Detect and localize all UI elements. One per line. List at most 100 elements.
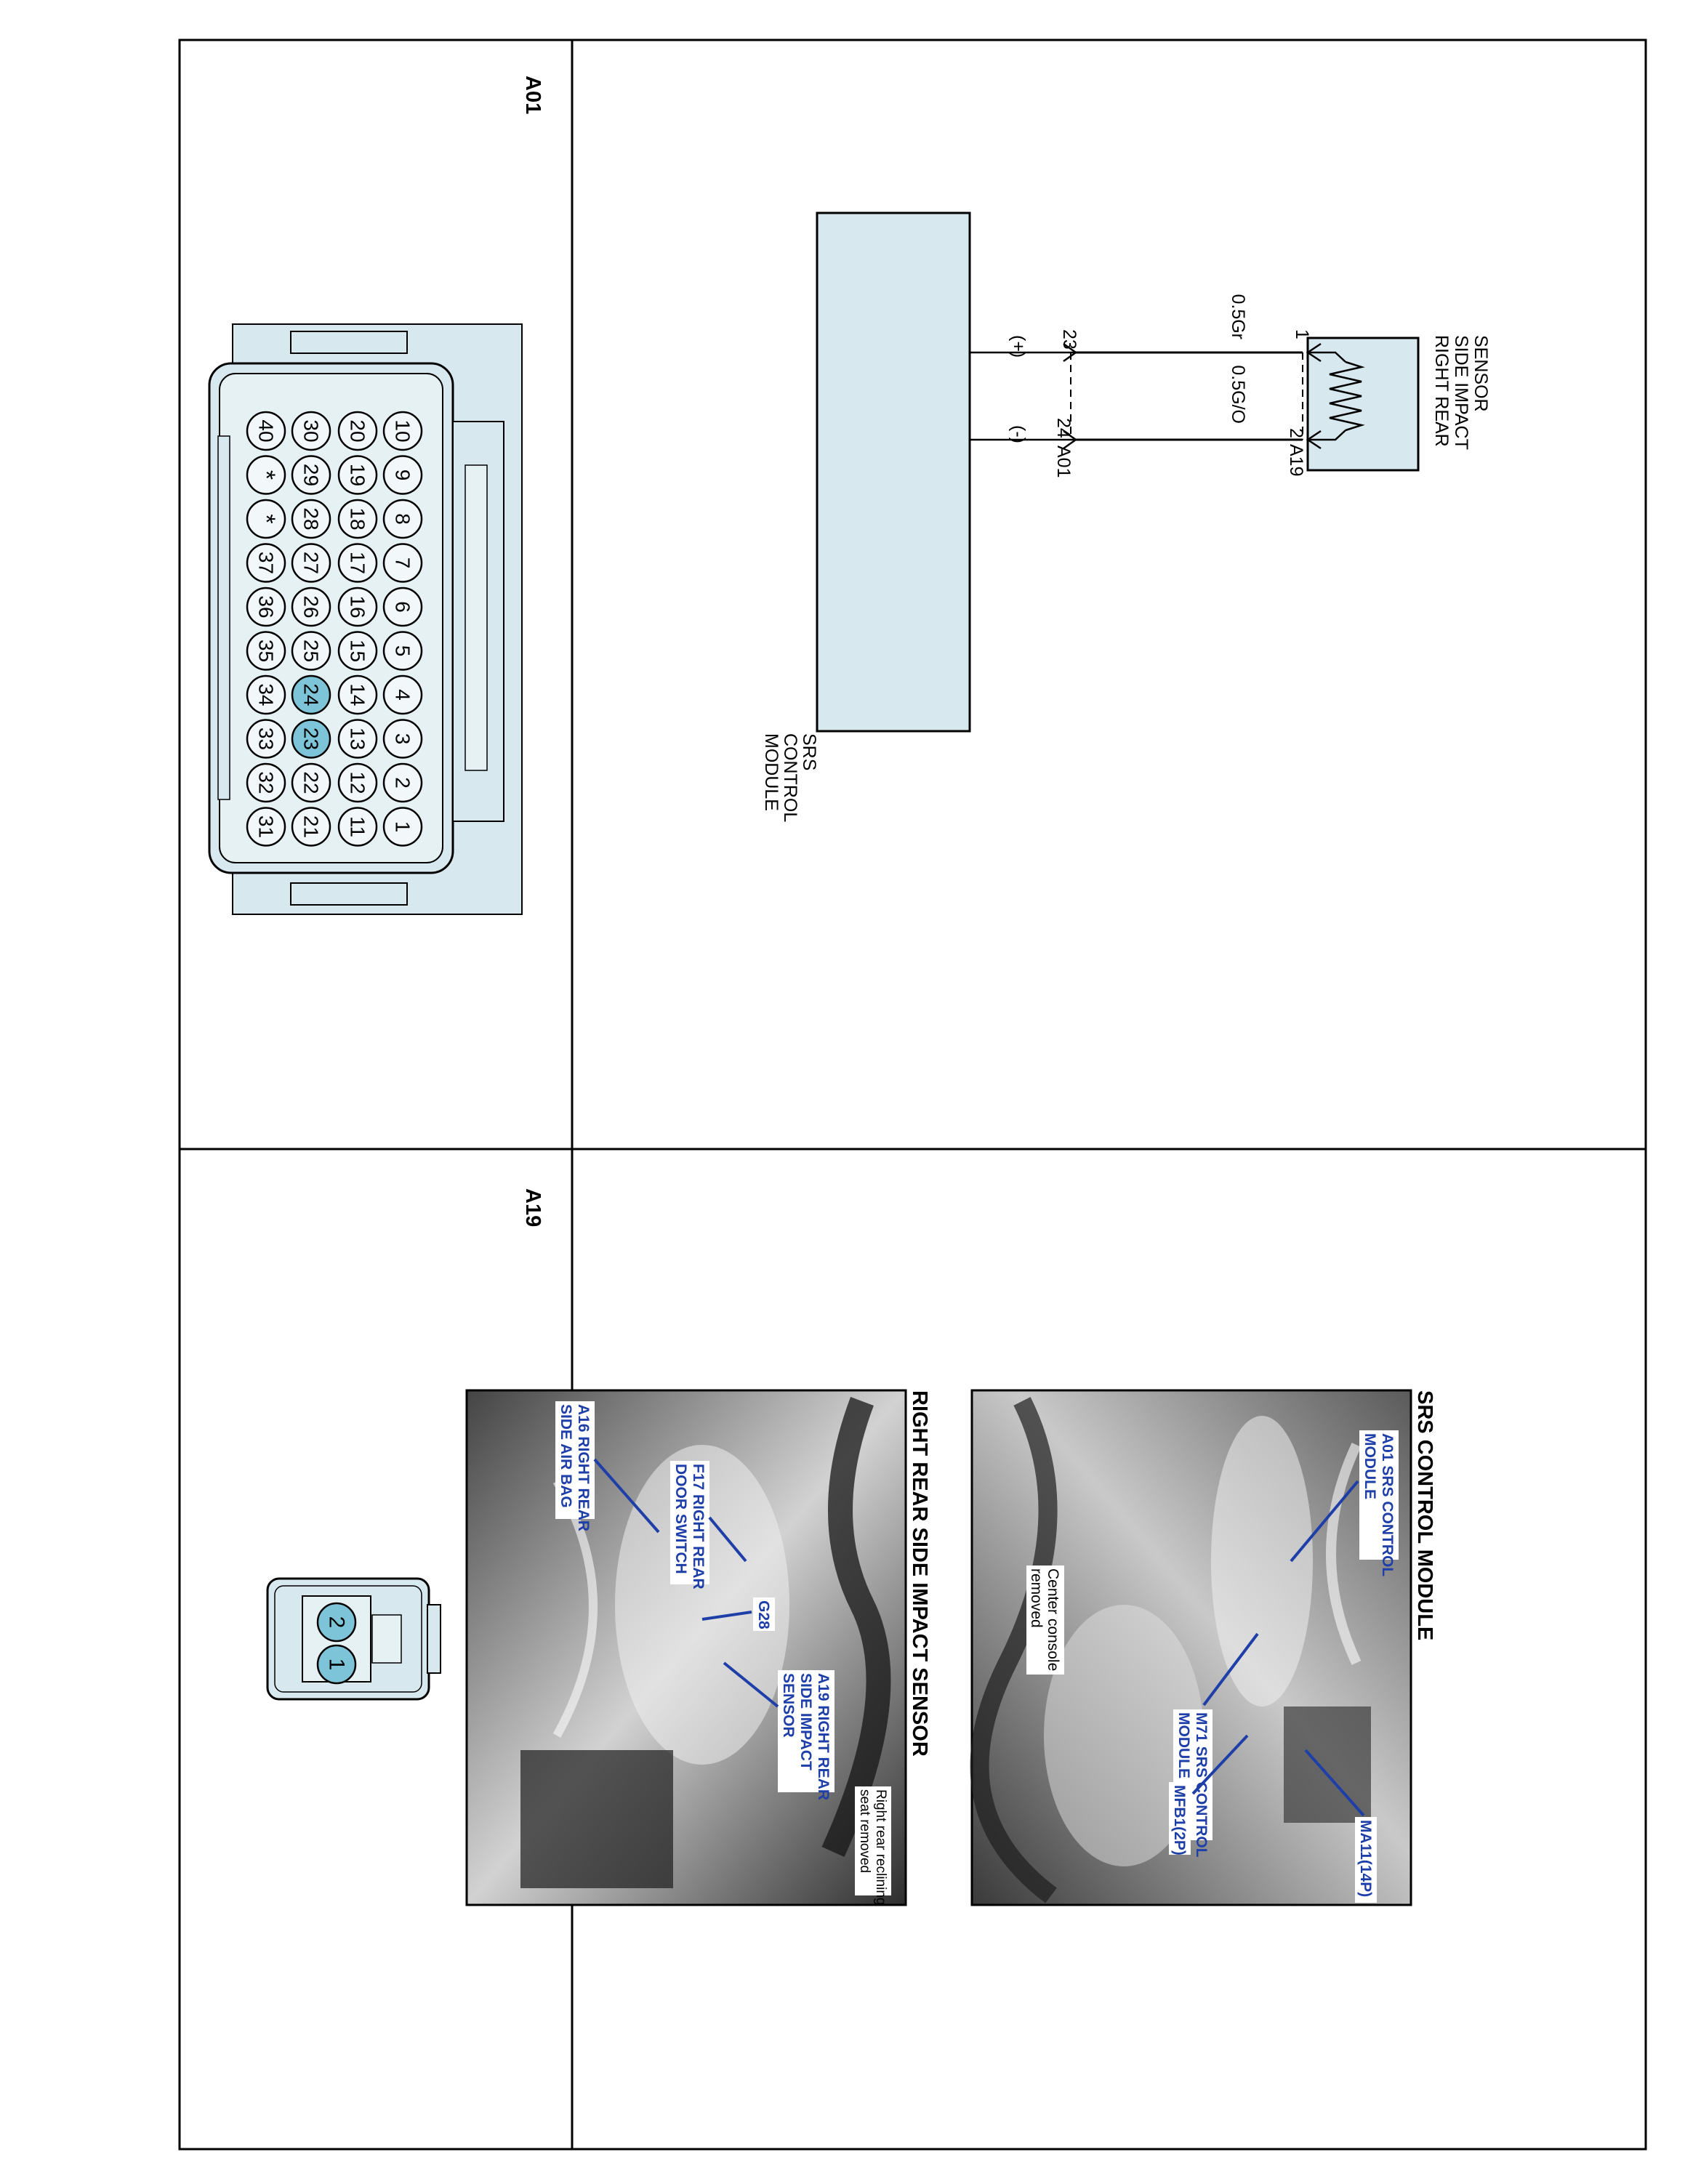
a01-pin-label: 19 [347,464,369,486]
m71-callout-line-2: MODULE [1175,1712,1192,1778]
a19-callout-line-1: A19 RIGHT REAR [815,1673,832,1800]
schematic-panel: RIGHT REAR SIDE IMPACT SENSOR 1 2 A19 0.… [761,211,1491,822]
f17-callout-line-1: F17 RIGHT REAR [690,1464,707,1589]
mfb1-callout: MFB1(2P) [1171,1785,1188,1855]
a01-pin-10: 10 [382,411,423,451]
sensor-photo-title: RIGHT REAR SIDE IMPACT SENSOR [908,1390,931,1757]
a01-pin-label: 29 [300,464,323,486]
a16-callout-line-2: SIDE AIR BAG [558,1404,574,1508]
module-name-line-1: SRS [799,733,819,770]
a01-pin-8: 8 [382,499,423,539]
srs-photo-callouts: A01 SRS CONTROL MODULE M71 SRS CONTROL M… [1026,1430,1399,1903]
a01-pin-label: 34 [255,683,278,706]
a01-pin-label: 21 [300,815,323,838]
a01-pin-40: 40 [246,411,286,451]
ma11-callout: MA11(14P) [1357,1820,1374,1897]
a01-callout-line-1: A01 SRS CONTROL [1379,1433,1396,1576]
seat-callout-line-1: Right rear reclining [873,1789,888,1905]
a01-pin-16: 16 [337,587,378,627]
a01-pin-30: 30 [291,411,331,451]
sensor-connector-label: A19 [1286,444,1306,476]
side-impact-sensor [1302,337,1420,472]
a01-pin-blank: * [246,499,286,539]
a01-pin-6: 6 [382,587,423,627]
connector-a19-title: A19 [521,1188,544,1227]
a01-pin-20: 20 [337,411,378,451]
sensor-pin-2-label: 2 [1286,428,1306,438]
g28-callout: G28 [755,1600,772,1629]
a19-pin-1: 1 [316,1644,357,1685]
a01-pin-21: 21 [291,807,331,847]
a01-pin-label: 6 [392,601,414,613]
a01-pin-37: 37 [246,543,286,583]
a01-pin-4: 4 [382,674,423,715]
a01-pin-13: 13 [337,719,378,759]
a01-pin-label: 2 [392,777,414,789]
srs-photo-arrows [1191,1480,1365,1817]
a01-pin-15: 15 [337,631,378,671]
a01-pin-label: 9 [392,470,414,481]
a01-pin-label: 1 [392,821,414,833]
a01-pin-label: 8 [392,513,414,525]
a01-pin-label: 35 [255,640,278,662]
photo-panel: SRS CONTROL MODULE A01 SRS CONTROL MODUL… [465,1389,1436,1906]
a01-callout-line-2: MODULE [1362,1433,1378,1499]
sensor-name-line-2: SIDE IMPACT [1451,335,1471,450]
a01-pin-label: 11 [347,816,369,837]
a01-pin-29: 29 [291,455,331,495]
a01-pin-label: 37 [255,552,278,574]
pin-24-polarity: (-) [1008,425,1029,443]
a01-pin-label: 24 [300,683,323,706]
a01-pin-label: 12 [347,771,369,794]
module-connector-label: A01 [1053,446,1074,478]
a01-pin-label: 33 [255,728,278,750]
a01-pin-label: 28 [300,507,323,530]
a01-pin-label: 13 [347,728,369,750]
module-name-line-3: MODULE [761,733,781,811]
svg-text:1: 1 [325,1659,349,1671]
a01-pin-label: 25 [300,640,323,662]
a01-pin-23: 23 [291,719,331,759]
connector-a01-pins: 1098765432120191817161514131211302928272… [246,411,423,847]
a01-pin-36: 36 [246,587,286,627]
a01-pin-label: 40 [255,419,278,442]
f17-callout-line-2: DOOR SWITCH [672,1464,689,1574]
console-callout-line-1: Center console [1045,1568,1061,1671]
a01-pin-11: 11 [337,807,378,847]
a01-pin-32: 32 [246,762,286,803]
a01-pin-35: 35 [246,631,286,671]
sensor-name-line-1: RIGHT REAR [1431,335,1452,447]
a01-pin-28: 28 [291,499,331,539]
a01-pin-27: 27 [291,543,331,583]
a01-pin-label: 27 [300,552,323,574]
connector-a01: 1098765432120191817161514131211302928272… [208,323,523,915]
a01-pin-24: 24 [291,674,331,715]
console-callout-line-2: removed [1028,1568,1045,1628]
a01-pin-blank: * [246,455,286,495]
a01-pin-7: 7 [382,543,423,583]
a01-pin-label: * [252,514,280,523]
a01-pin-label: 23 [300,728,323,750]
module-name-line-2: CONTROL [780,733,800,822]
sensor-pin-1-label: 1 [1292,329,1312,339]
wire-harness [1076,351,1303,441]
module-pin-23-label: 23 [1059,329,1079,350]
a01-pin-5: 5 [382,631,423,671]
a01-pin-label: 7 [392,557,414,569]
a01-pin-label: 32 [255,771,278,794]
a01-pin-14: 14 [337,674,378,715]
srs-control-module-box [816,211,971,733]
a01-pin-2: 2 [382,762,423,803]
srs-module-photo [970,1389,1412,1906]
wire-2-color-label: 0.5G/O [1228,365,1248,424]
a01-pin-label: 10 [392,419,414,442]
a01-pin-label: 31 [255,815,278,838]
a01-pin-label: 5 [392,645,414,657]
connector-a01-title: A01 [521,76,544,114]
a01-pin-label: * [252,470,280,480]
a01-pin-1: 1 [382,807,423,847]
a01-pin-label: 17 [347,552,369,574]
a19-callout-line-2: SIDE IMPACT [797,1673,814,1770]
